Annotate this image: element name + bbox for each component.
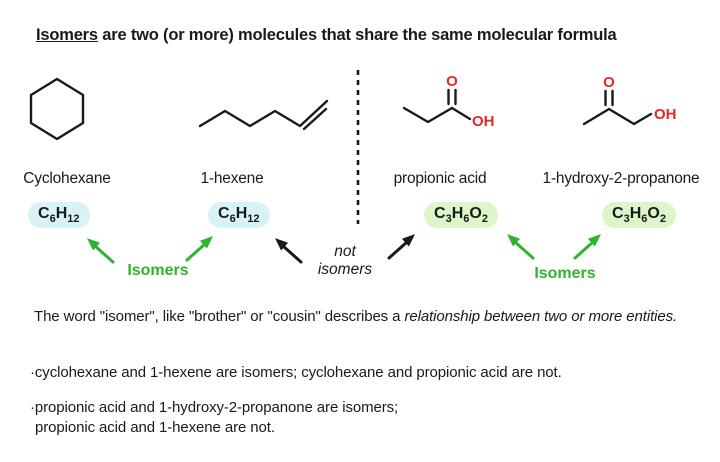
title-emphasis: Isomers [36,26,98,44]
arrow-up-right-icon [185,236,213,262]
formula-propionic-acid: C3H6O2 [424,202,498,229]
formula-hexene: C6H12 [208,202,270,229]
label-propionic-acid: propionic acid [393,170,487,187]
paragraph-normal: The word "isomer", like "brother" or "co… [34,308,405,325]
formula-hydroxypropanone: C3H6O2 [602,202,676,229]
page-title: Isomers are two (or more) molecules that… [36,26,617,45]
arrow-up-right-icon [387,234,415,260]
hydroxyl-label: OH [654,106,677,123]
label-hydroxypropanone: 1-hydroxy-2-propanone [542,170,700,187]
hexene-structure [198,99,329,131]
propionic-acid-structure: O OH [402,73,495,130]
bullet-item: ·cyclohexane and 1-hexene are isomers; c… [30,364,562,381]
cyclohexane-structure [29,77,85,141]
arrow-up-left-icon [275,238,303,264]
isomers-label-left: Isomers [127,262,189,279]
arrow-up-left-icon [507,234,535,260]
title-rest: are two (or more) molecules that share t… [97,26,617,44]
hydroxyl-label: OH [472,113,495,130]
label-cyclohexane: Cyclohexane [23,170,111,187]
label-hexene: 1-hexene [200,170,264,187]
isomers-label-right: Isomers [534,265,596,282]
arrow-up-right-icon [573,234,601,260]
ketone-oxygen-label: O [603,74,615,91]
carbonyl-oxygen-label: O [446,73,458,90]
hydroxypropanone-structure: O OH [582,74,677,126]
explanation-paragraph: The word "isomer", like "brother" or "co… [34,306,694,327]
divider-dashed-line [356,70,360,224]
paragraph-italic: relationship between two or more entitie… [404,308,678,325]
arrow-up-left-icon [87,238,115,264]
bullet-item: ·propionic acid and 1-hydroxy-2-propanon… [30,399,399,437]
not-isomers-label: not isomers [317,243,373,278]
formula-cyclohexane: C6H12 [28,202,90,229]
